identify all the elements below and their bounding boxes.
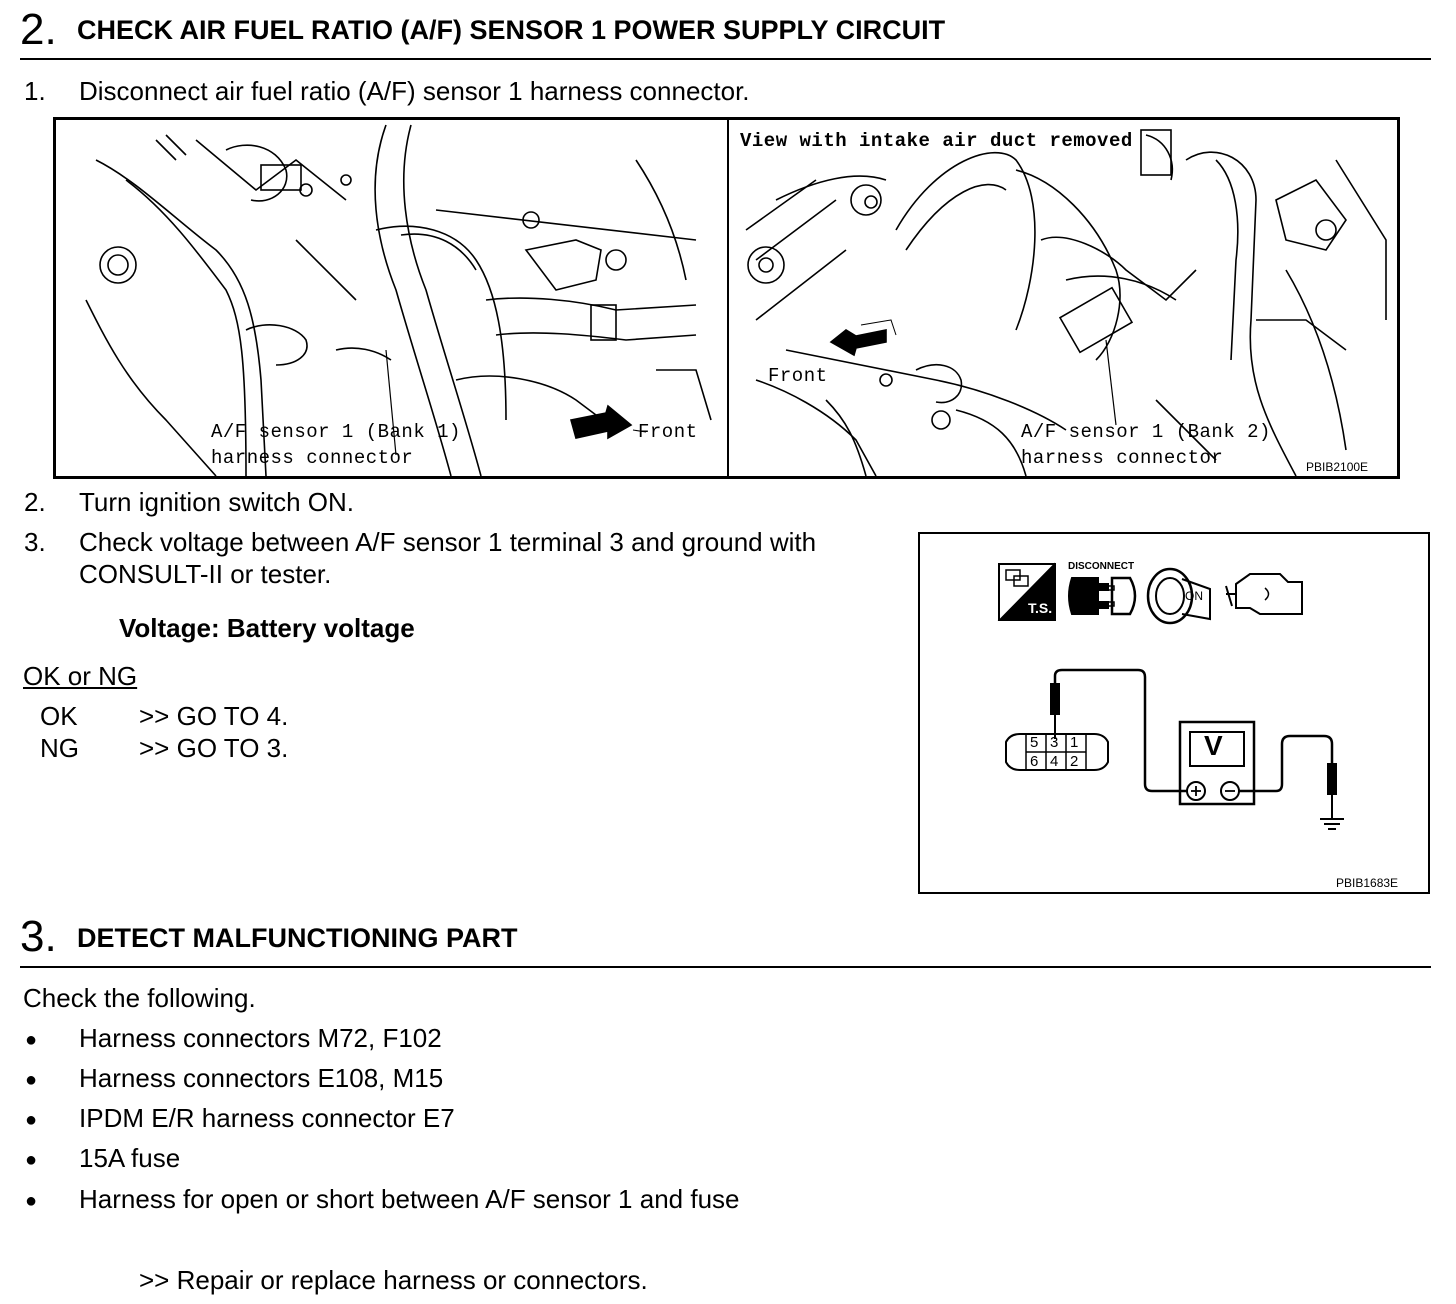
voltage-check-diagram — [997, 562, 1344, 830]
check-item: IPDM E/R harness connector E7 — [79, 1103, 455, 1133]
result-ng-action: >> GO TO 3. — [139, 733, 289, 763]
check-item: Harness for open or short between A/F se… — [79, 1184, 740, 1214]
bullet: ● — [25, 1029, 38, 1051]
terminal-3: 3 — [1050, 734, 1059, 751]
engine-off-icon — [1225, 573, 1303, 615]
bank1-label-line1: A/F sensor 1 (Bank 1) — [211, 421, 461, 443]
repair-action: >> Repair or replace harness or connecto… — [139, 1265, 648, 1295]
bullet: ● — [25, 1190, 38, 1212]
bullet: ● — [25, 1149, 38, 1171]
section-2-rule — [20, 58, 1431, 60]
check-item: Harness connectors E108, M15 — [79, 1063, 444, 1093]
check-item: Harness connectors M72, F102 — [79, 1023, 442, 1053]
step-1-number: 1. — [24, 76, 46, 106]
engine-bay-illustration — [85, 120, 1387, 476]
step-3-text-cont: CONSULT-II or tester. — [79, 559, 332, 589]
on-icon-label: ON — [1185, 589, 1203, 603]
step-2-number: 2. — [24, 487, 46, 517]
voltage-check-figure: T.S. DISCONNECT ON V 5 3 1 6 4 2 PBIB168… — [918, 532, 1430, 894]
ts-icon-label: T.S. — [1028, 600, 1053, 616]
bank2-label-line1: A/F sensor 1 (Bank 2) — [1021, 421, 1271, 443]
section-2-number: 2. — [20, 5, 57, 54]
result-ok-action: >> GO TO 4. — [139, 701, 289, 731]
front-label-right: Front — [768, 365, 828, 387]
ignition-on-icon — [1146, 567, 1211, 625]
check-intro: Check the following. — [23, 983, 256, 1013]
terminal-5: 5 — [1030, 734, 1039, 751]
ts-icon — [997, 562, 1056, 621]
voltage-spec: Voltage: Battery voltage — [119, 613, 415, 643]
section-3-number: 3. — [20, 912, 57, 961]
terminal-4: 4 — [1050, 753, 1059, 770]
result-ng-label: NG — [40, 733, 79, 763]
bank1-label-line2: harness connector — [211, 447, 414, 469]
section-3-rule — [20, 966, 1431, 968]
result-ok-label: OK — [40, 701, 78, 731]
bullet: ● — [25, 1109, 38, 1131]
bullet: ● — [25, 1069, 38, 1091]
front-label-left: Front — [638, 421, 698, 443]
bank2-label-line2: harness connector — [1021, 447, 1224, 469]
check-item: 15A fuse — [79, 1143, 181, 1173]
engine-bay-figure: A/F sensor 1 (Bank 1) harness connector … — [53, 117, 1400, 479]
voltmeter-label: V — [1204, 730, 1223, 761]
step-3-text: Check voltage between A/F sensor 1 termi… — [79, 527, 817, 557]
step-1-text: Disconnect air fuel ratio (A/F) sensor 1… — [79, 76, 750, 106]
figure-code: PBIB2100E — [1306, 460, 1369, 474]
section-3-title: DETECT MALFUNCTIONING PART — [77, 923, 518, 953]
disconnect-icon-label: DISCONNECT — [1068, 561, 1135, 572]
terminal-6: 6 — [1030, 753, 1039, 770]
section-2-title: CHECK AIR FUEL RATIO (A/F) SENSOR 1 POWE… — [77, 15, 946, 45]
figure2-code: PBIB1683E — [1336, 876, 1399, 890]
result-heading: OK or NG — [23, 661, 138, 691]
disconnect-icon — [1068, 576, 1137, 616]
terminal-1: 1 — [1070, 734, 1079, 751]
step-2-text: Turn ignition switch ON. — [79, 487, 355, 517]
view-title: View with intake air duct removed — [740, 130, 1133, 152]
terminal-2: 2 — [1070, 753, 1079, 770]
step-3-number: 3. — [24, 527, 46, 557]
